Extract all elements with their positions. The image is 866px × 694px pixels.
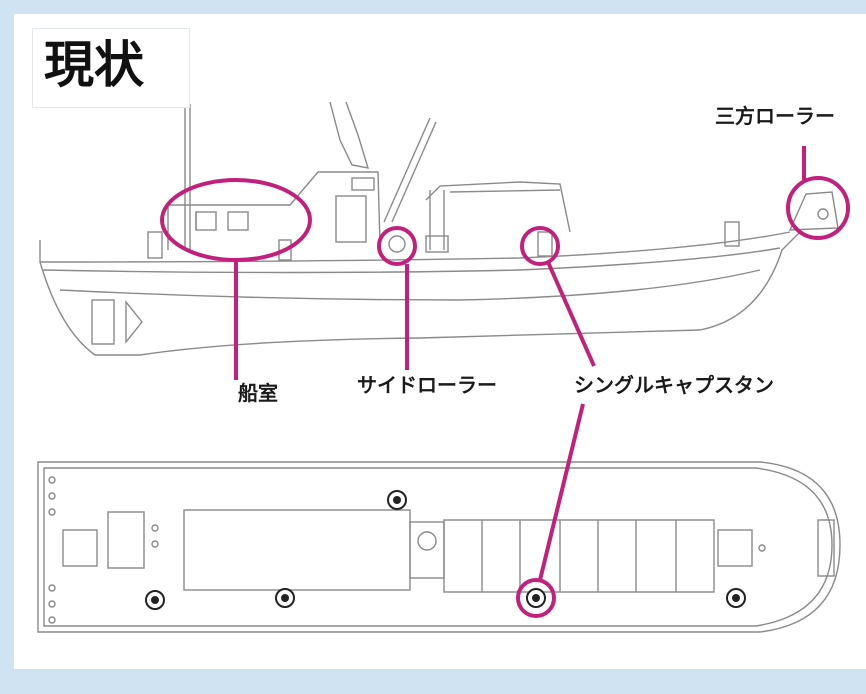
capstan-leader-line — [546, 261, 596, 367]
plan-capstan-highlight-circle — [516, 578, 556, 618]
bow-roller-highlight-circle — [786, 176, 850, 240]
page-title: 現状 — [44, 36, 144, 94]
capstan-highlight-circle — [520, 226, 560, 266]
plan-capstan-leader-line — [538, 403, 585, 581]
side-roller-highlight-circle — [377, 226, 417, 266]
label-single-capstan: シングルキャプスタン — [574, 373, 774, 397]
diagram-panel — [14, 14, 866, 669]
title-box — [32, 28, 190, 108]
ship-plan-view — [37, 461, 841, 633]
label-cabin: 船室 — [238, 381, 278, 405]
label-sanpo-roller: 三方ローラー — [715, 104, 835, 128]
ship-side-view — [39, 101, 839, 356]
capstan-icons — [145, 490, 746, 610]
cabin-highlight-ellipse — [160, 178, 312, 262]
label-side-roller: サイドローラー — [357, 373, 497, 397]
highlight-callouts — [160, 146, 850, 618]
